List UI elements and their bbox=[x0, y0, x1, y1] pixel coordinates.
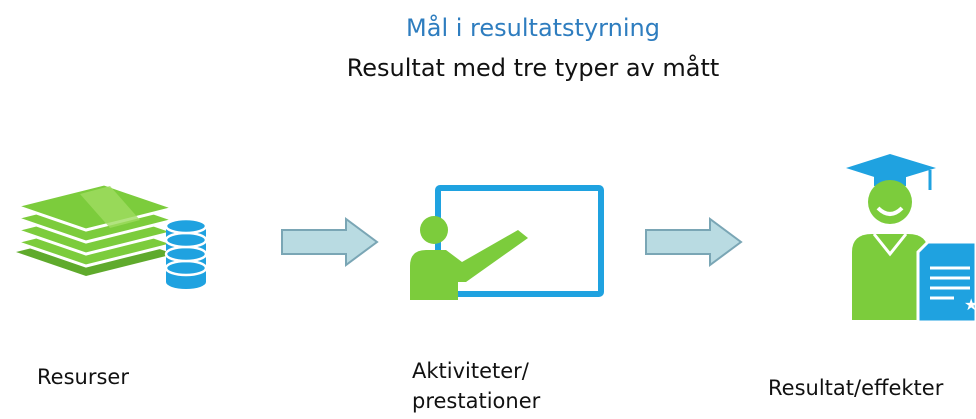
teacher-body bbox=[410, 230, 528, 300]
stage-label-activities: Aktiviteter/ prestationer bbox=[412, 356, 540, 416]
arrow-right-icon bbox=[645, 217, 743, 267]
graduate-diploma-icon: ★ bbox=[846, 154, 976, 324]
teacher-head bbox=[420, 216, 448, 244]
bill-stack bbox=[10, 182, 180, 276]
diagram-title: Mål i resultatstyrning bbox=[406, 14, 660, 42]
arrow-right-icon bbox=[281, 217, 379, 267]
teacher-whiteboard-icon bbox=[410, 185, 604, 300]
stage-label-results: Resultat/effekter bbox=[768, 376, 944, 400]
graduate-figure bbox=[852, 180, 928, 320]
stage-label-resources: Resurser bbox=[37, 365, 129, 389]
diagram-subtitle: Resultat med tre typer av mått bbox=[346, 54, 720, 82]
money-stack-coins-icon bbox=[10, 182, 208, 289]
stage-label-activities-line1: Aktiviteter/ bbox=[412, 359, 529, 383]
svg-text:★: ★ bbox=[964, 295, 976, 314]
coin-stack bbox=[164, 217, 208, 289]
stage-label-activities-line2: prestationer bbox=[412, 389, 541, 413]
diploma: ★ bbox=[916, 240, 976, 324]
